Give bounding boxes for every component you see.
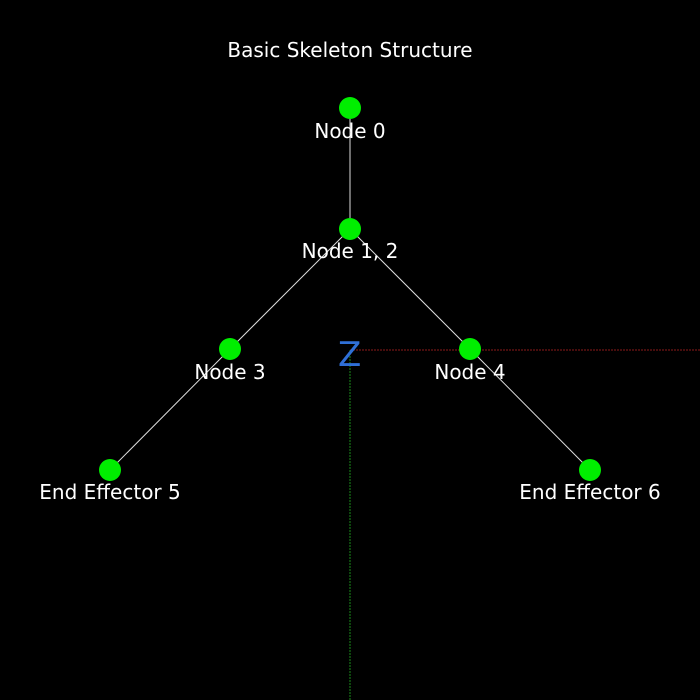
z-axis-label: Z — [338, 335, 361, 375]
bone-node-3-to-end-effector-5 — [109, 348, 231, 471]
bones-group — [109, 108, 591, 471]
node-1-2-joint[interactable] — [339, 218, 361, 240]
node-1-2-label: Node 1, 2 — [302, 239, 399, 263]
end-effector-5-label: End Effector 5 — [39, 480, 180, 504]
labels-group: Node 0 Node 1, 2 Node 3 Node 4 End Effector … — [39, 119, 660, 504]
nodes-group — [99, 97, 601, 481]
node-4-label: Node 4 — [434, 360, 505, 384]
end-effector-6-joint[interactable] — [579, 459, 601, 481]
bone-node-1-2-to-node-3 — [229, 228, 351, 350]
end-effector-6-label: End Effector 6 — [519, 480, 660, 504]
node-4-joint[interactable] — [459, 338, 481, 360]
node-0-label: Node 0 — [314, 119, 385, 143]
diagram-title: Basic Skeleton Structure — [227, 38, 472, 62]
bone-node-4-to-end-effector-6 — [469, 348, 591, 471]
node-0-joint[interactable] — [339, 97, 361, 119]
node-3-joint[interactable] — [219, 338, 241, 360]
bone-node-1-2-to-node-4 — [349, 228, 471, 350]
node-3-label: Node 3 — [194, 360, 265, 384]
end-effector-5-joint[interactable] — [99, 459, 121, 481]
